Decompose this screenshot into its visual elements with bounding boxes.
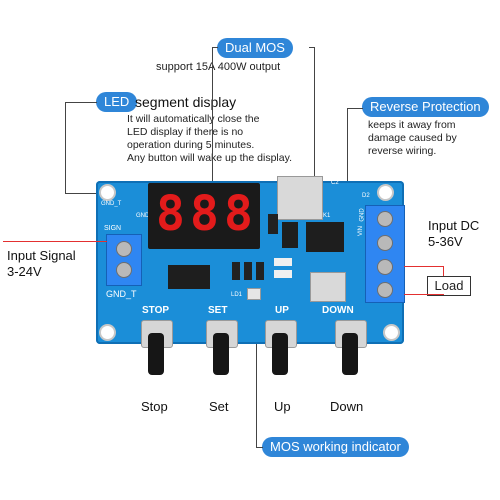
led-description: It will automatically close the LED disp… <box>127 113 292 165</box>
dual-mos-description: support 15A 400W output <box>156 61 281 73</box>
load-box: Load <box>427 276 471 296</box>
dual-mos-badge: Dual MOS <box>217 38 293 58</box>
silk-vin: VIN <box>358 225 365 237</box>
leader-line <box>309 47 314 48</box>
board-label-stop: STOP <box>142 305 170 316</box>
terminal-screw[interactable] <box>377 282 393 298</box>
silk-c2: C2 <box>331 180 339 186</box>
leader-line <box>65 102 97 103</box>
input-signal-pointer <box>3 241 107 242</box>
set-button[interactable] <box>213 333 229 375</box>
terminal-screw[interactable] <box>377 211 393 227</box>
leader-line <box>65 102 66 193</box>
smd-resistor <box>256 262 264 280</box>
led-note-line: Any button will wake up the display. <box>127 152 292 164</box>
stop-button[interactable] <box>148 333 164 375</box>
set-label: Set <box>209 399 229 414</box>
leader-line <box>347 108 348 188</box>
leader-line <box>256 447 263 448</box>
silk-gnd-t-top: GND_T <box>101 201 122 207</box>
mosfet-heatsink <box>310 272 346 302</box>
load-pointer <box>404 294 444 295</box>
silk-d2: D2 <box>362 193 370 199</box>
mount-hole <box>383 324 400 341</box>
mount-hole <box>99 184 116 201</box>
mount-hole <box>377 184 394 201</box>
input-signal-range: 3-24V <box>7 264 42 279</box>
input-dc-label: Input DC <box>428 218 480 233</box>
led-segment-display: 8 8 8 <box>148 183 260 249</box>
smd-resistor <box>232 262 240 280</box>
down-button[interactable] <box>342 333 358 375</box>
reverse-protection-badge: Reverse Protection <box>362 97 489 117</box>
silk-k1: K1 <box>323 213 331 219</box>
board-label-up: UP <box>275 305 289 316</box>
up-label: Up <box>274 399 291 414</box>
mosfet-chip <box>306 222 344 252</box>
mos-working-indicator-badge: MOS working indicator <box>262 437 409 457</box>
board-label-set: SET <box>208 305 228 316</box>
terminal-screw[interactable] <box>377 235 393 251</box>
silk-ld1: LD1 <box>231 292 243 298</box>
up-button[interactable] <box>272 333 288 375</box>
load-pointer <box>443 266 444 276</box>
board-label-down: DOWN <box>322 305 354 316</box>
smd-component <box>274 270 292 278</box>
silk-gnd-t: GND_T <box>106 289 137 299</box>
leader-line <box>212 47 218 48</box>
mos-indicator-led <box>247 288 261 300</box>
silk-sign: SIGN <box>104 225 122 232</box>
regulator-chip <box>282 222 298 248</box>
mount-hole <box>99 324 116 341</box>
reverse-note-line: damage caused by <box>368 132 457 144</box>
optocoupler-chip <box>168 265 210 289</box>
load-label: Load <box>434 278 464 293</box>
smd-component <box>268 214 278 234</box>
smd-component <box>274 258 292 266</box>
input-dc-range: 5-36V <box>428 234 463 249</box>
led-segment-display-title: segment display <box>135 94 237 110</box>
leader-line <box>347 108 363 109</box>
smd-resistor <box>244 262 252 280</box>
silk-gnd: GND <box>136 213 150 219</box>
led-note-line: LED display if there is no <box>127 126 244 138</box>
leader-line <box>314 47 315 295</box>
input-signal-label: Input Signal <box>7 248 76 263</box>
display-digit: 8 <box>156 186 185 242</box>
reverse-protection-description: keeps it away from damage caused by reve… <box>368 119 457 158</box>
terminal-screw[interactable] <box>116 262 132 278</box>
down-label: Down <box>330 399 364 414</box>
led-note-line: It will automatically close the <box>127 113 260 125</box>
terminal-screw[interactable] <box>377 259 393 275</box>
leader-line <box>212 47 213 182</box>
leader-line <box>256 300 257 447</box>
terminal-screw[interactable] <box>116 241 132 257</box>
mosfet-heatsink <box>277 176 323 220</box>
display-digit: 8 <box>224 186 253 242</box>
load-pointer <box>404 266 444 267</box>
led-badge: LED <box>96 92 138 112</box>
display-digit: 8 <box>190 186 219 242</box>
led-note-line: operation during 5 minutes. <box>127 139 255 151</box>
reverse-note-line: keeps it away from <box>368 119 456 131</box>
reverse-note-line: reverse wiring. <box>368 145 437 157</box>
stop-label: Stop <box>141 399 168 414</box>
